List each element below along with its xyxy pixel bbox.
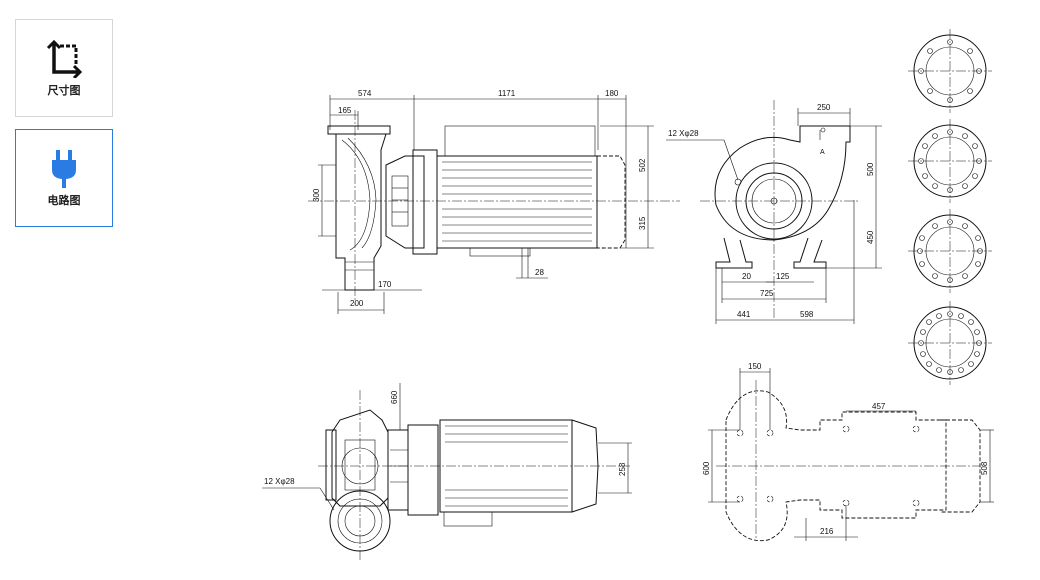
dimension-icon (46, 39, 82, 78)
top-holes-label: 12 Xφ28 (264, 477, 295, 486)
tab-wiring-diagram[interactable]: 电路图 (15, 129, 113, 227)
flange-16-holes (908, 301, 992, 385)
dim-170: 170 (378, 280, 392, 289)
dim-200: 200 (350, 299, 364, 308)
svg-text:A: A (820, 149, 825, 156)
dim-315: 315 (638, 216, 647, 230)
tab-dimension-drawing[interactable]: 尺寸图 (15, 19, 113, 117)
dim-125: 125 (776, 272, 790, 281)
front-holes-label: 12 Xφ28 (668, 129, 699, 138)
dim-180: 180 (605, 89, 619, 98)
dim-165: 165 (338, 106, 352, 115)
dim-600: 600 (702, 461, 711, 475)
front-view: A 12 Xφ28 250 500 450 20 125 725 441 598 (666, 100, 882, 324)
dim-508: 508 (980, 461, 989, 475)
flange-8-holes (908, 29, 992, 113)
dim-450: 450 (866, 230, 875, 244)
flange-12-holes-b (908, 209, 992, 293)
dim-598: 598 (800, 310, 814, 319)
dim-1171: 1171 (498, 89, 516, 98)
dim-500: 500 (866, 162, 875, 176)
dim-725: 725 (760, 289, 774, 298)
flange-12-holes-a (908, 119, 992, 203)
flange-variants (908, 29, 992, 385)
dim-502: 502 (638, 158, 647, 172)
dim-28: 28 (535, 268, 544, 277)
dim-250: 250 (817, 103, 831, 112)
dim-150: 150 (748, 362, 762, 371)
base-plate-view: 150 457 600 508 216 (702, 362, 994, 542)
top-view: 660 12 Xφ28 258 (262, 383, 632, 560)
plug-icon (52, 150, 76, 188)
dim-441: 441 (737, 310, 751, 319)
dim-574: 574 (358, 89, 372, 98)
dim-20: 20 (742, 272, 751, 281)
side-view: 574 1171 180 165 502 315 300 28 170 200 (308, 89, 680, 314)
tab-dimension-label: 尺寸图 (47, 85, 81, 97)
dim-258: 258 (618, 462, 627, 476)
dim-300: 300 (312, 188, 321, 202)
dim-457: 457 (872, 402, 886, 411)
dim-660: 660 (390, 390, 399, 404)
dim-216: 216 (820, 527, 834, 536)
tab-wiring-label: 电路图 (47, 195, 81, 207)
